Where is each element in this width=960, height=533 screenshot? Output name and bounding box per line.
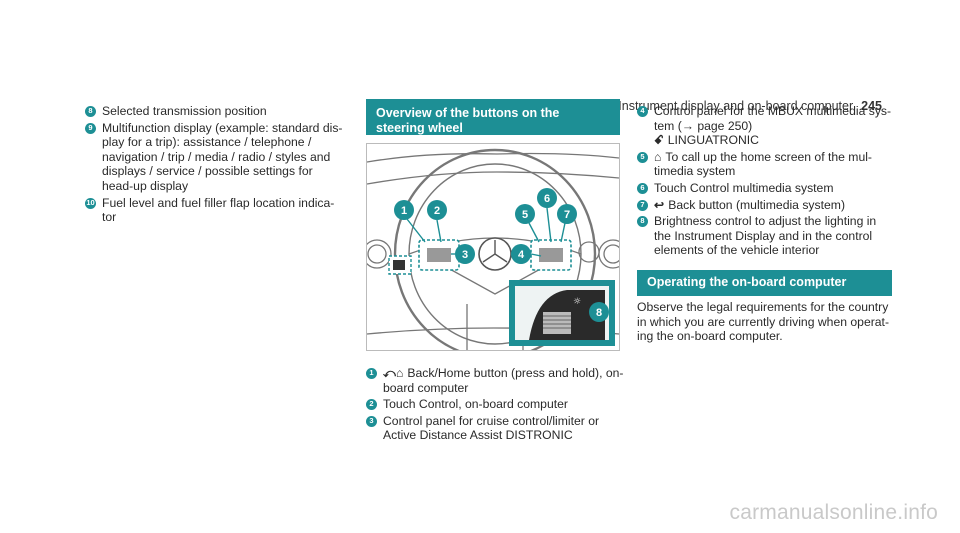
list-item: 4 Control panel for the MBUX multimedia …: [637, 104, 892, 148]
callout-badge: 3: [366, 415, 377, 427]
steering-wheel-illustration: ☼ 1 2 3 4 5 6 7 8: [362, 148, 628, 360]
item-text: Touch Control, on-board computer: [383, 397, 568, 412]
back-icon: ↩: [654, 197, 665, 212]
item-text: Control panel for the MBUX multimedia sy…: [654, 104, 892, 133]
callout-3: 3: [455, 244, 475, 264]
list-item: 3 Control panel for cruise control/limit…: [366, 414, 628, 443]
callout-2: 2: [427, 200, 447, 220]
list-item: 1 ⤺⌂Back/Home button (press and hold), o…: [366, 366, 628, 395]
list-item: 2 Touch Control, on-board computer: [366, 397, 628, 412]
callout-5: 5: [515, 204, 535, 224]
svg-text:5: 5: [522, 209, 528, 221]
brightness-icon: ☼: [573, 297, 581, 307]
item-text: Touch Control multimedia system: [654, 180, 834, 195]
page-number: 245: [861, 99, 882, 113]
item-text: Fuel level and fuel filler flap location…: [102, 195, 335, 225]
callout-badge: 8: [85, 106, 96, 117]
svg-text:2: 2: [434, 205, 440, 217]
callout-8: 8: [589, 302, 609, 322]
watermark: carmanualsonline.info: [729, 501, 938, 524]
svg-text:7: 7: [564, 209, 570, 221]
svg-text:3: 3: [462, 249, 468, 261]
callout-badge: 5: [637, 151, 648, 163]
back-home-icon: ⤺⌂: [383, 366, 404, 380]
left-column: 8 Selected transmission position 9 Multi…: [85, 104, 347, 227]
section-heading-on-board-computer: Operating the on-board computer: [637, 270, 892, 296]
list-item: 6 Touch Control multimedia system: [637, 181, 892, 196]
section-heading-steering-wheel: Overview of the buttons on the steering …: [366, 99, 620, 135]
callout-badge: 1: [366, 368, 377, 379]
home-icon: ⌂: [654, 149, 662, 164]
item-text: Multifunction display (example: standard…: [102, 120, 343, 193]
list-item: 9 Multifunction display (example: standa…: [85, 121, 347, 194]
callout-badge: 6: [637, 182, 648, 194]
list-item: 7 ↩Back button (multimedia system): [637, 198, 892, 213]
linguatronic-icon: ꗃ: [654, 133, 664, 148]
right-column-list: 4 Control panel for the MBUX multimedia …: [637, 104, 892, 260]
list-item: 8 Brightness control to adjust the light…: [637, 214, 892, 258]
callout-6: 6: [537, 188, 557, 208]
svg-text:4: 4: [518, 249, 525, 261]
item-text: Back/Home button (press and hold), on-bo…: [383, 366, 624, 395]
callout-badge: 2: [366, 399, 377, 411]
list-item: 8 Selected transmission position: [85, 104, 347, 119]
callout-1: 1: [394, 200, 414, 220]
list-item: 5 ⌂To call up the home screen of the mul…: [637, 150, 892, 179]
callout-4: 4: [511, 244, 531, 264]
svg-text:8: 8: [596, 307, 602, 319]
callout-badge: 4: [637, 106, 648, 117]
item-text: Back button (multimedia system): [668, 197, 845, 212]
item-text: To call up the home screen of the mul-ti…: [654, 149, 872, 179]
svg-text:1: 1: [401, 205, 407, 217]
item-text: Control panel for cruise control/limiter…: [383, 413, 600, 443]
middle-column-list: 1 ⤺⌂Back/Home button (press and hold), o…: [366, 366, 628, 445]
item-subtext: LINGUATRONIC: [667, 133, 759, 148]
svg-text:6: 6: [544, 193, 550, 205]
callout-badge: 8: [637, 216, 648, 228]
item-text: Selected transmission position: [102, 104, 267, 118]
item-text: Brightness control to adjust the lightin…: [654, 214, 877, 258]
header-title: Instrument display and on-board computer: [618, 99, 854, 113]
callout-badge: 9: [85, 122, 96, 134]
callout-7: 7: [557, 204, 577, 224]
callout-badge: 10: [85, 197, 96, 209]
page-header: Instrument display and on-board computer…: [618, 99, 882, 113]
section-body: Observe the legal requirements for the c…: [637, 300, 889, 344]
steering-wheel-figure: ☼ 1 2 3 4 5 6 7 8: [362, 143, 628, 360]
callout-badge: 7: [637, 199, 648, 211]
list-item: 10 Fuel level and fuel filler flap locat…: [85, 196, 347, 225]
